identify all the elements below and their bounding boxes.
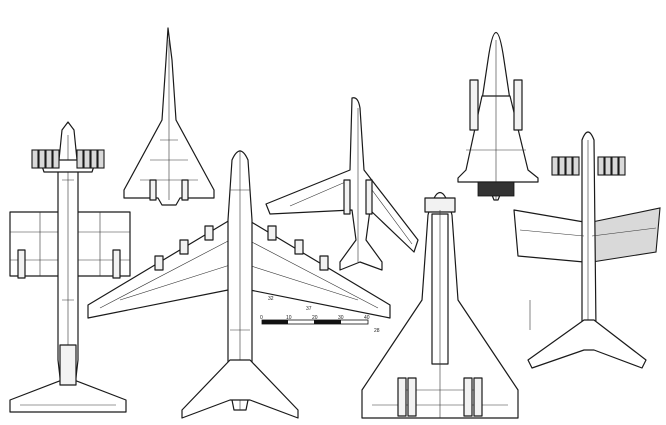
scale-tick-label: 40 <box>364 315 370 321</box>
orbiter-large <box>361 192 519 419</box>
scale-tick-label: 10 <box>286 315 292 321</box>
scale-bar: 0 10 20 30 40 <box>260 315 370 325</box>
carrier-aircraft-left <box>9 121 131 413</box>
scale-tick-label: 20 <box>312 315 318 321</box>
transport-tailplane <box>181 359 299 419</box>
orbiter-stack-top <box>457 32 539 201</box>
left-front-engine-cluster <box>31 149 105 169</box>
dimension-mark: 32 <box>268 296 274 302</box>
right-engine-cluster <box>551 156 626 176</box>
swept-wing-aircraft <box>265 97 419 271</box>
carrier-aircraft-right <box>513 131 661 369</box>
supersonic-delta-aircraft <box>123 27 215 206</box>
right-aircraft-left-wing <box>513 209 585 263</box>
orbiter-forward-section <box>424 197 456 213</box>
left-wing-pod <box>112 249 121 279</box>
orbiter-engine-block <box>477 181 515 197</box>
orbiter-aft-flaps <box>397 377 483 417</box>
dimension-mark: 28 <box>374 328 380 334</box>
transport-engine-nacelles <box>154 225 329 271</box>
scale-tick-label: 0 <box>260 315 263 321</box>
left-wing-pod <box>17 249 26 279</box>
swept-aircraft-planform <box>265 97 419 271</box>
scale-tick-label: 30 <box>338 315 344 321</box>
heavy-transport-aircraft: 32 37 28 <box>87 150 391 419</box>
right-aircraft-tailplane <box>527 319 647 369</box>
dimension-mark: 37 <box>306 306 312 312</box>
left-aircraft-tail-housing <box>59 344 77 386</box>
